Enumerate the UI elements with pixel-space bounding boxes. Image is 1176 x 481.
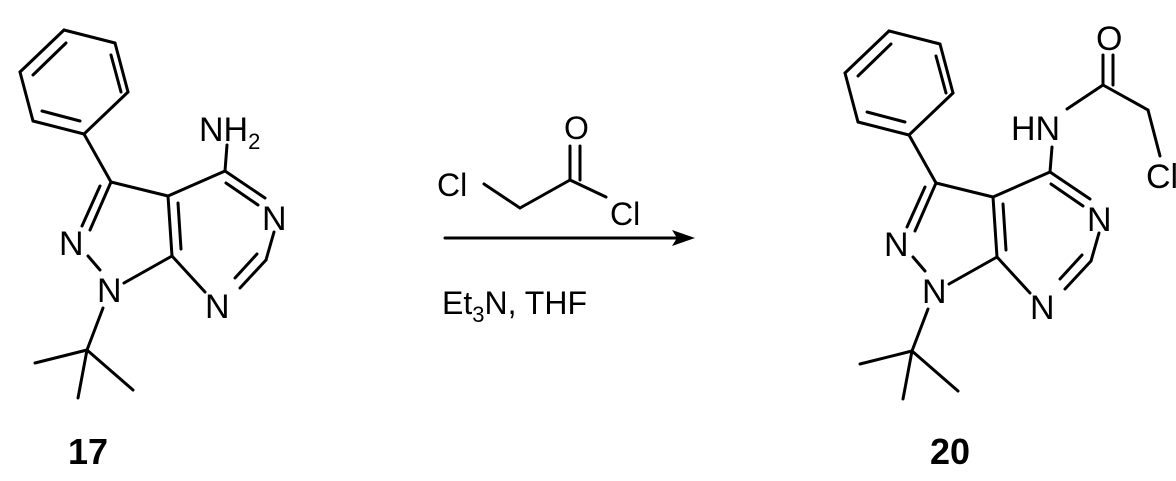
product-n5-label: N <box>1087 201 1112 239</box>
product-compound-number: 20 <box>930 431 970 472</box>
product-n1-label: N <box>922 273 947 311</box>
arrow-head <box>672 230 695 246</box>
product-cl-label: Cl <box>1146 158 1176 196</box>
reactant-phenyl-link-bond <box>82 132 113 184</box>
reactant-n5-label: N <box>262 200 287 238</box>
product-phenyl-link-bond <box>907 133 938 185</box>
reagent-chloroacetyl-chloride: Cl O Cl <box>437 110 640 232</box>
product-tert-butyl-bonds <box>858 307 960 401</box>
reactant-n2-label: N <box>59 225 84 263</box>
reactant-n1-label: N <box>97 272 122 310</box>
product-phenyl-ring <box>843 29 955 137</box>
reactant-tert-butyl-bonds <box>33 306 135 400</box>
product-carbonyl-o-label: O <box>1096 20 1122 58</box>
product-amide-chain-bonds <box>1065 53 1162 158</box>
reaction-arrow <box>443 230 695 246</box>
product-n7-label: N <box>1030 289 1055 327</box>
reactant-17-structure: NH2 N N N N 17 <box>18 28 287 472</box>
reactant-phenyl-ring <box>18 28 130 136</box>
reactant-core-bonds <box>80 143 276 294</box>
reagent-cl-right-label: Cl <box>610 196 640 232</box>
reactant-nh2-label: NH2 <box>199 111 260 154</box>
product-n2-label: N <box>884 226 909 264</box>
reactant-n7-label: N <box>205 288 230 326</box>
reactant-compound-number: 17 <box>68 431 108 472</box>
reaction-conditions: Et3N, THF <box>442 285 587 327</box>
product-20-structure: HN O Cl N N N N 20 <box>843 20 1176 472</box>
product-core-bonds <box>905 145 1101 295</box>
reagent-cl-left-label: Cl <box>437 167 467 203</box>
reagent-carbonyl-o-label: O <box>564 110 589 146</box>
product-amide-nh-label: HN <box>1011 110 1060 148</box>
